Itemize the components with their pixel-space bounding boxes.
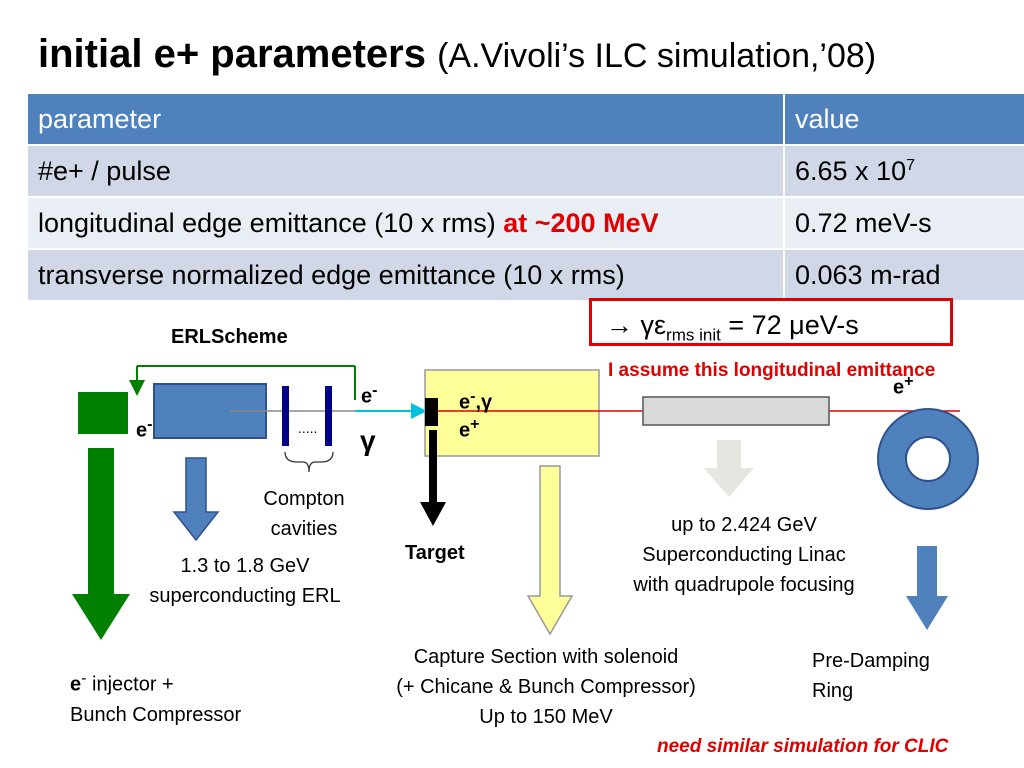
parameters-table: parameter value #e+ / pulse 6.65 x 107 l… xyxy=(28,94,1024,300)
value-cell: 0.063 m-rad xyxy=(784,248,1024,300)
emittance-prefix: → γε xyxy=(606,310,667,340)
cavities-brace xyxy=(284,451,334,473)
target-beam-label-1: e-,γ xyxy=(459,388,492,415)
linac-down-arrow xyxy=(704,440,754,497)
title-main: initial e+ parameters xyxy=(38,32,426,76)
target-block xyxy=(425,398,438,426)
ring-center xyxy=(905,436,951,482)
parameter-text: #e+ / pulse xyxy=(38,155,171,186)
target-label: Target xyxy=(405,542,465,564)
assume-note: I assume this longitudinal emittance xyxy=(608,360,936,381)
erl-scheme-label: ERLScheme xyxy=(171,326,288,348)
beam-e-sup: - xyxy=(470,388,476,405)
e-minus-left-sup: - xyxy=(147,416,153,433)
beam-positron-text: e xyxy=(459,419,471,442)
compton-line-2: cavities xyxy=(270,518,338,540)
value-text: 0.72 meV-s xyxy=(795,207,932,238)
capture-down-arrow xyxy=(526,465,574,636)
beam-positron-sup: + xyxy=(470,416,480,433)
erl-recirculation-loop xyxy=(129,365,356,400)
parameter-cell: transverse normalized edge emittance (10… xyxy=(28,248,785,300)
e-minus-left-label: e- xyxy=(136,416,152,443)
emittance-callout: → γεrms init = 72 μeV-s xyxy=(589,298,953,346)
injector-down-arrow xyxy=(72,448,130,640)
linac-line-1: up to 2.424 GeV xyxy=(671,514,817,536)
target-down-arrow xyxy=(420,430,446,526)
table-row: transverse normalized edge emittance (10… xyxy=(28,248,1024,300)
cavities-dots: ..... xyxy=(298,420,318,436)
emittance-subscript: rms init xyxy=(666,325,721,345)
e-minus-top-label: e- xyxy=(361,382,377,409)
ring-positron-sup: + xyxy=(904,373,914,390)
value-cell: 6.65 x 107 xyxy=(784,144,1024,197)
injector-rest-text: injector + xyxy=(86,673,174,696)
erl-down-arrow xyxy=(172,457,220,542)
table-row: longitudinal edge emittance (10 x rms) a… xyxy=(28,196,1024,249)
capture-line-2: (+ Chicane & Bunch Compressor) xyxy=(396,676,696,698)
parameter-cell: #e+ / pulse xyxy=(28,144,785,197)
column-header-value: value xyxy=(784,94,1024,145)
page-title: initial e+ parameters (A.Vivoli’s ILC si… xyxy=(38,32,876,77)
capture-label: Capture Section with solenoid (+ Chicane… xyxy=(368,642,724,732)
compton-cavity-2 xyxy=(325,386,332,446)
parameter-cell: longitudinal edge emittance (10 x rms) a… xyxy=(28,196,785,249)
value-text: 6.65 x 10 xyxy=(795,155,907,186)
e-minus-top-sup: - xyxy=(372,382,378,399)
erl-energy-label: 1.3 to 1.8 GeV superconducting ERL xyxy=(130,551,360,611)
value-cell: 0.72 meV-s xyxy=(784,196,1024,249)
column-header-parameter: parameter xyxy=(28,94,785,145)
gamma-label: γ xyxy=(360,425,376,456)
ring-positron-text: e xyxy=(893,376,905,399)
target-beam-label-2: e+ xyxy=(459,416,479,443)
title-sub: (A.Vivoli’s ILC simulation,’08) xyxy=(437,37,877,75)
compton-label: Compton cavities xyxy=(249,484,359,544)
parameter-text: longitudinal edge emittance (10 x rms) xyxy=(38,207,504,238)
injector-line-1: e- injector + xyxy=(70,664,241,700)
ring-down-arrow xyxy=(906,546,948,630)
linac-label: up to 2.424 GeV Superconducting Linac wi… xyxy=(600,510,888,600)
linac-block xyxy=(642,396,830,426)
beam-e-text: e xyxy=(459,391,471,414)
table-row: #e+ / pulse 6.65 x 107 xyxy=(28,144,1024,197)
capture-line-1: Capture Section with solenoid xyxy=(413,646,679,668)
erl-line-2: superconducting ERL xyxy=(149,585,341,607)
e-minus-left-text: e xyxy=(136,419,148,442)
beam-gamma-text: ,γ xyxy=(475,391,493,414)
footer-note: need similar simulation for CLIC xyxy=(657,736,949,757)
injector-block xyxy=(78,392,128,434)
linac-line-3: with quadrupole focusing xyxy=(633,574,855,596)
parameter-text: transverse normalized edge emittance (10… xyxy=(38,259,625,290)
injector-line-2: Bunch Compressor xyxy=(70,703,242,726)
ring-positron-label: e+ xyxy=(893,373,913,400)
value-text: 0.063 m-rad xyxy=(795,259,941,290)
injector-e-sup: - xyxy=(81,670,87,687)
erl-line-1: 1.3 to 1.8 GeV xyxy=(180,555,310,577)
pre-damping-label: Pre-Damping Ring xyxy=(812,646,930,706)
e-minus-top-text: e xyxy=(361,385,373,408)
compton-line-1: Compton xyxy=(263,488,345,510)
compton-cavity-1 xyxy=(282,386,289,446)
injector-label: e- injector + Bunch Compressor xyxy=(70,664,241,730)
parameter-highlight: at ~200 MeV xyxy=(503,207,659,238)
emittance-suffix: = 72 μeV-s xyxy=(720,310,859,340)
pre-damping-line-1: Pre-Damping xyxy=(812,650,930,672)
value-exponent: 7 xyxy=(906,156,915,174)
pre-damping-line-2: Ring xyxy=(812,680,854,702)
capture-section-block xyxy=(424,369,600,457)
capture-line-3: Up to 150 MeV xyxy=(479,706,613,728)
injector-e-text: e xyxy=(70,673,82,696)
table-header-row: parameter value xyxy=(28,94,1024,145)
linac-line-2: Superconducting Linac xyxy=(642,544,846,566)
